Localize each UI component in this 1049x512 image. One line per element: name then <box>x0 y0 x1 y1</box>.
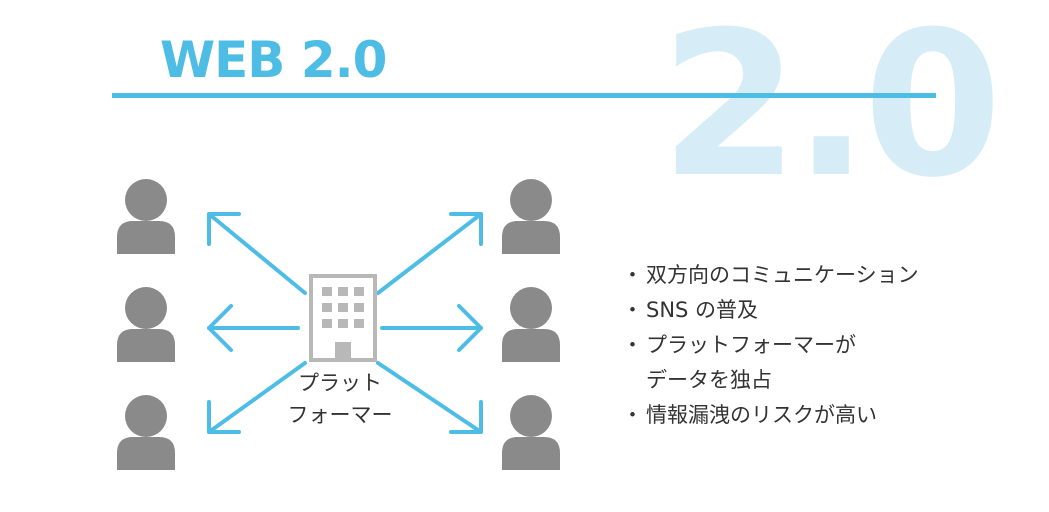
building-icon <box>309 274 377 362</box>
feature-list: 双方向のコミュニケーション SNS の普及 プラットフォーマーが データを独占 … <box>622 258 919 433</box>
platform-label: プラット フォーマー <box>270 367 410 431</box>
list-item-text: プラットフォーマーが <box>646 333 856 357</box>
list-item-text: データを独占 <box>646 368 772 392</box>
page-title: WEB 2.0 <box>160 31 387 89</box>
arrow-icon <box>207 304 300 352</box>
arrow-icon <box>376 212 483 295</box>
list-item-text: SNS の普及 <box>646 298 759 322</box>
arrow-icon <box>376 361 483 434</box>
person-icon <box>502 287 560 362</box>
arrow-icon <box>207 361 307 434</box>
list-item: SNS の普及 <box>622 293 919 328</box>
person-icon <box>502 179 560 254</box>
title-underline <box>112 93 936 98</box>
arrow-icon <box>207 212 307 295</box>
platform-label-line: フォーマー <box>287 403 393 427</box>
list-item: 情報漏洩のリスクが高い <box>622 398 919 433</box>
person-icon <box>117 179 175 254</box>
person-icon <box>117 395 175 470</box>
background-numeral: 2.0 <box>660 0 1002 222</box>
person-icon <box>117 287 175 362</box>
list-item: プラットフォーマーが データを独占 <box>622 328 919 398</box>
list-item-text: 情報漏洩のリスクが高い <box>646 403 877 427</box>
arrow-icon <box>380 304 483 352</box>
platform-label-line: プラット <box>298 371 382 395</box>
person-icon <box>502 395 560 470</box>
list-item: 双方向のコミュニケーション <box>622 258 919 293</box>
list-item-text: 双方向のコミュニケーション <box>646 263 919 287</box>
